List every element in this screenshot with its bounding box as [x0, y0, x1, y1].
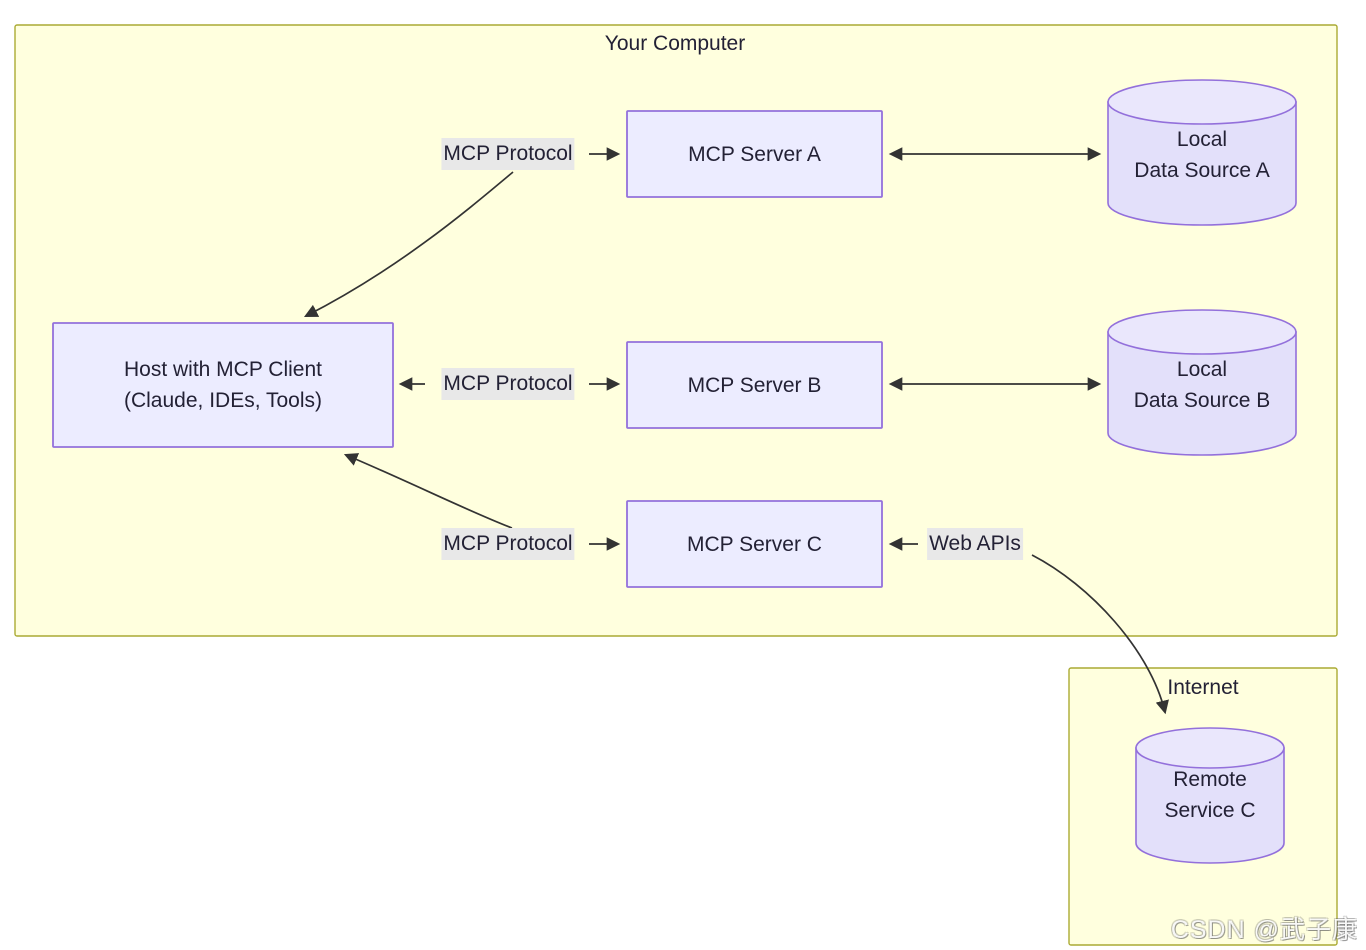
edge-server-a-to-host — [303, 171, 514, 318]
node-server-a[interactable] — [626, 110, 883, 198]
edge-server-c-to-host — [343, 453, 513, 529]
edge-label-mcp-protocol-a: MCP Protocol — [441, 138, 575, 170]
node-host[interactable] — [52, 322, 394, 448]
cluster-your-computer — [14, 24, 1338, 637]
cluster-title-your-computer: Your Computer — [604, 32, 746, 55]
edge-label-mcp-protocol-b: MCP Protocol — [441, 368, 575, 400]
cluster-title-internet: Internet — [1167, 676, 1239, 699]
node-data-source-a[interactable] — [1107, 79, 1297, 226]
node-remote-service-c[interactable] — [1135, 727, 1285, 864]
node-server-c[interactable] — [626, 500, 883, 588]
edge-label-web-apis: Web APIs — [927, 528, 1023, 560]
edge-webapis-to-remote-service-c — [1031, 554, 1169, 715]
node-server-b[interactable] — [626, 341, 883, 429]
edge-label-mcp-protocol-c: MCP Protocol — [441, 528, 575, 560]
csdn-watermark: CSDN @武子康 — [1170, 916, 1358, 944]
node-data-source-b[interactable] — [1107, 309, 1297, 456]
